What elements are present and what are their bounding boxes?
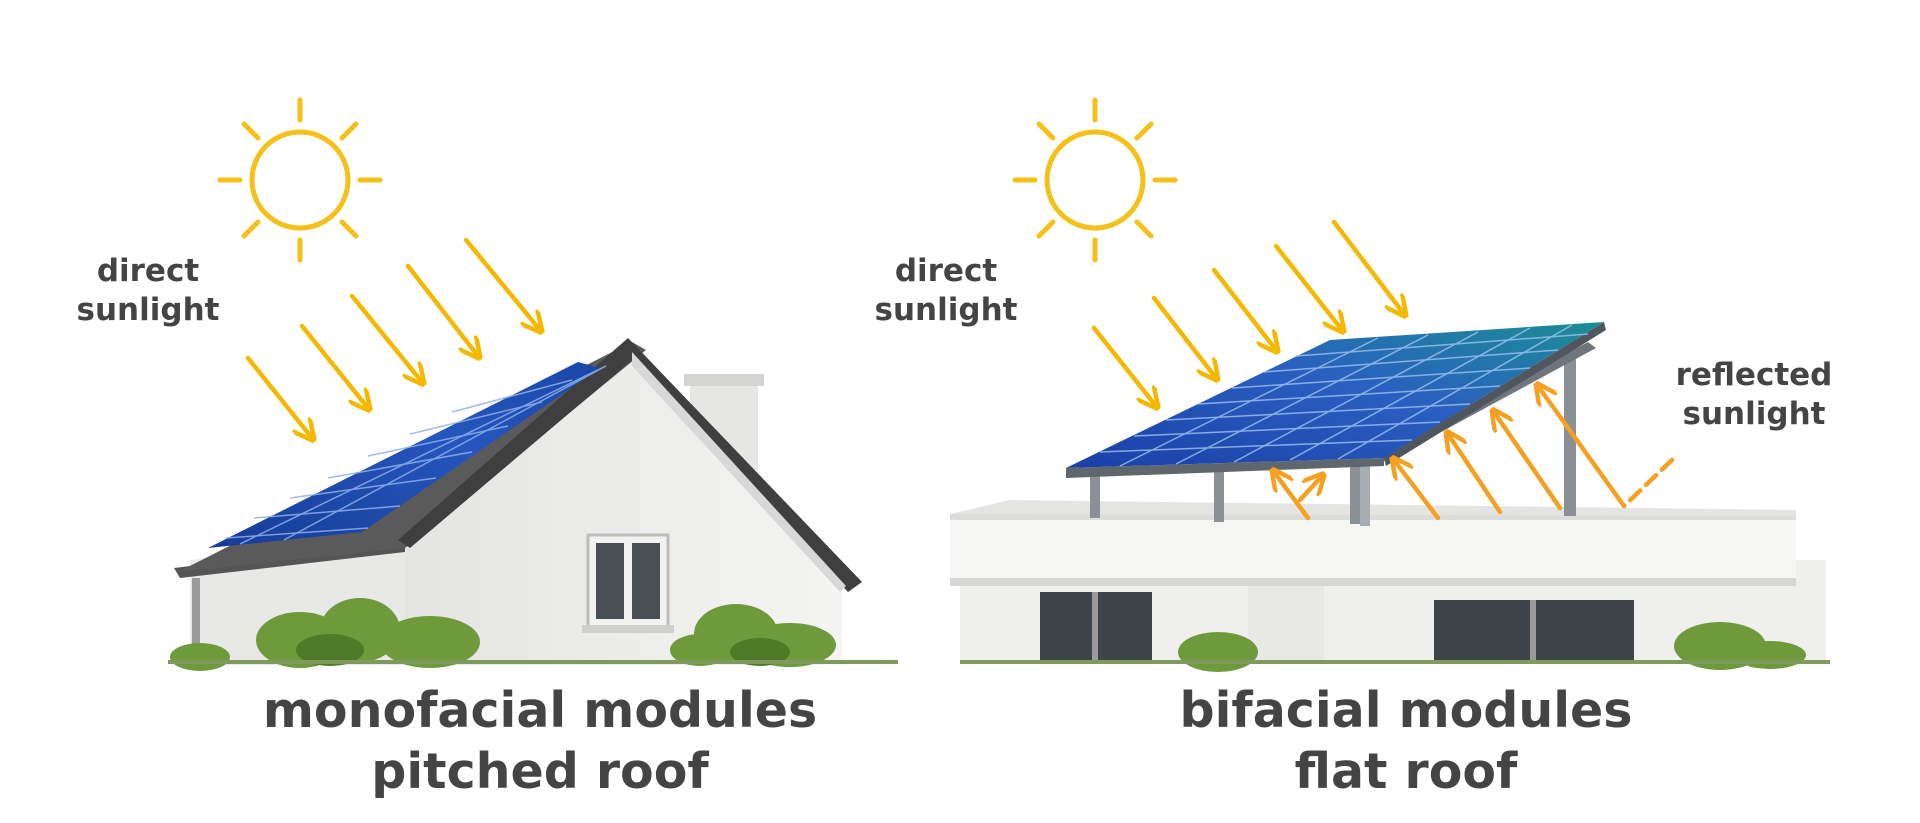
house-pitched-roof: [168, 338, 898, 671]
right-caption: bifacial modules flat roof: [996, 680, 1816, 803]
reflected-sunlight-arrows: [1274, 386, 1675, 521]
left-direct-sunlight-label: direct sunlight: [18, 252, 278, 330]
caption-line: monofacial modules: [262, 682, 818, 739]
caption-line: bifacial modules: [1179, 682, 1633, 739]
label-line: direct: [894, 253, 998, 289]
sun-icon: [217, 97, 383, 263]
building-flat-roof: [950, 500, 1830, 672]
label-line: direct: [96, 253, 200, 289]
right-direct-sunlight-label: direct sunlight: [816, 252, 1076, 330]
direct-sunlight-arrows: [1091, 219, 1404, 406]
left-scene: [168, 97, 898, 671]
label-line: sunlight: [874, 291, 1018, 328]
sun-icon: [1012, 97, 1178, 263]
bifacial-panel-rack: [1066, 322, 1606, 526]
label-line: reflected: [1675, 357, 1833, 393]
label-line: sunlight: [1682, 395, 1826, 432]
left-caption: monofacial modules pitched roof: [130, 680, 950, 803]
label-line: sunlight: [76, 291, 220, 328]
right-scene: [950, 97, 1830, 672]
caption-line: flat roof: [1294, 743, 1518, 801]
direct-sunlight-arrows: [245, 237, 540, 438]
caption-line: pitched roof: [371, 743, 709, 801]
reflected-sunlight-label: reflected sunlight: [1624, 356, 1884, 434]
